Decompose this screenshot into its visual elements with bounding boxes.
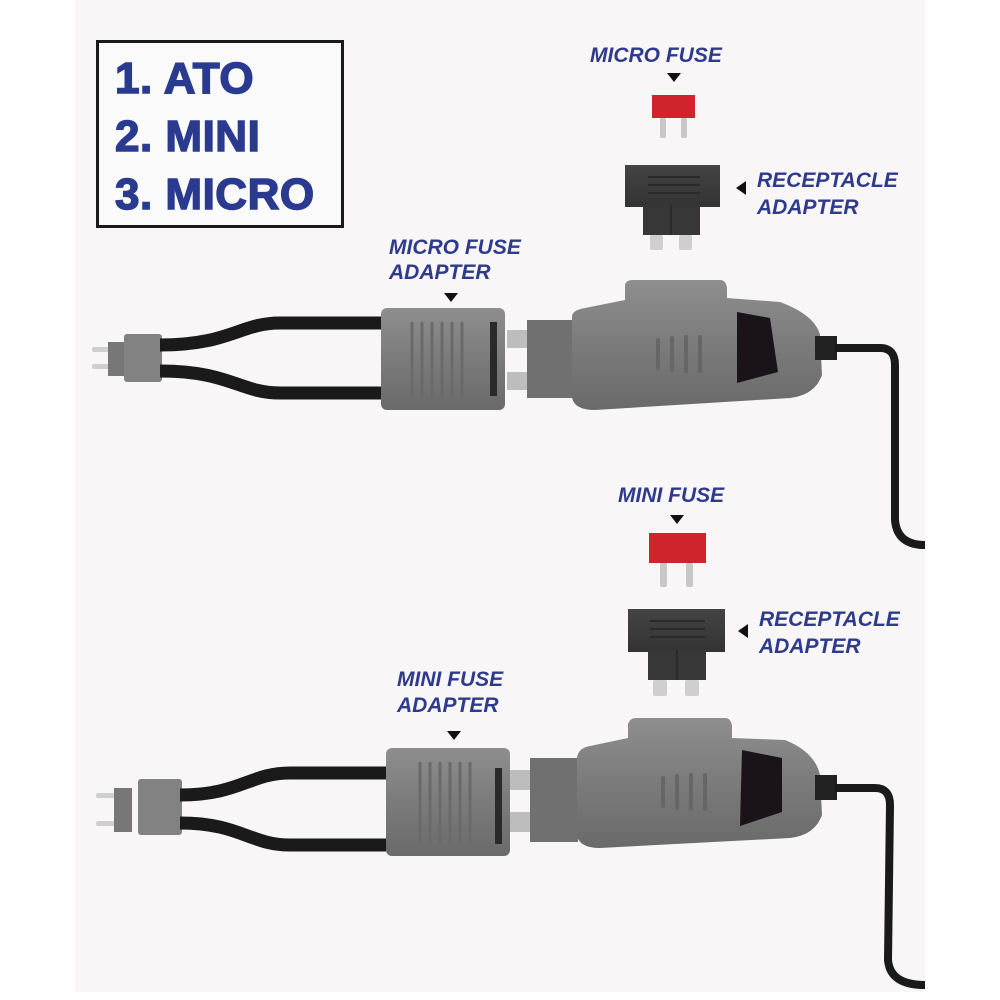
- top-adapter-label-line2: ADAPTER: [389, 261, 491, 284]
- bottom-receptacle-label-line1: RECEPTACLE: [759, 608, 900, 631]
- fuse-type-legend: 1. ATO 2. MINI 3. MICRO: [96, 40, 344, 228]
- legend-item-ato: 1. ATO: [114, 54, 255, 103]
- bottom-fuse-tap-cable-icon: [96, 718, 926, 989]
- top-fuse-label: MICRO FUSE: [590, 44, 722, 67]
- legend-item-mini: 2. MINI: [114, 112, 261, 161]
- top-receptacle-label-line2: ADAPTER: [757, 196, 859, 219]
- top-fuse-tap-cable-icon: [92, 280, 926, 549]
- bottom-receptacle-pointer-icon: [738, 624, 748, 638]
- bottom-fuse-label: MINI FUSE: [618, 484, 725, 507]
- top-receptacle-adapter-icon: [625, 165, 720, 250]
- legend-item-micro: 3. MICRO: [114, 170, 315, 219]
- bottom-fuse-pointer-icon: [670, 515, 684, 524]
- bottom-adapter-label-line1: MINI FUSE: [397, 668, 504, 691]
- top-fuse-pointer-icon: [667, 73, 681, 82]
- top-receptacle-label-line1: RECEPTACLE: [757, 169, 898, 192]
- top-adapter-label-line1: MICRO FUSE: [389, 236, 521, 259]
- bottom-receptacle-label-line2: ADAPTER: [759, 635, 861, 658]
- bottom-adapter-pointer-icon: [447, 731, 461, 740]
- bottom-adapter-label-line2: ADAPTER: [397, 694, 499, 717]
- top-adapter-pointer-icon: [444, 293, 458, 302]
- bottom-receptacle-adapter-icon: [628, 609, 725, 696]
- top-receptacle-pointer-icon: [736, 181, 746, 195]
- bottom-mini-fuse-icon: [649, 533, 706, 587]
- top-micro-fuse-icon: [652, 95, 695, 138]
